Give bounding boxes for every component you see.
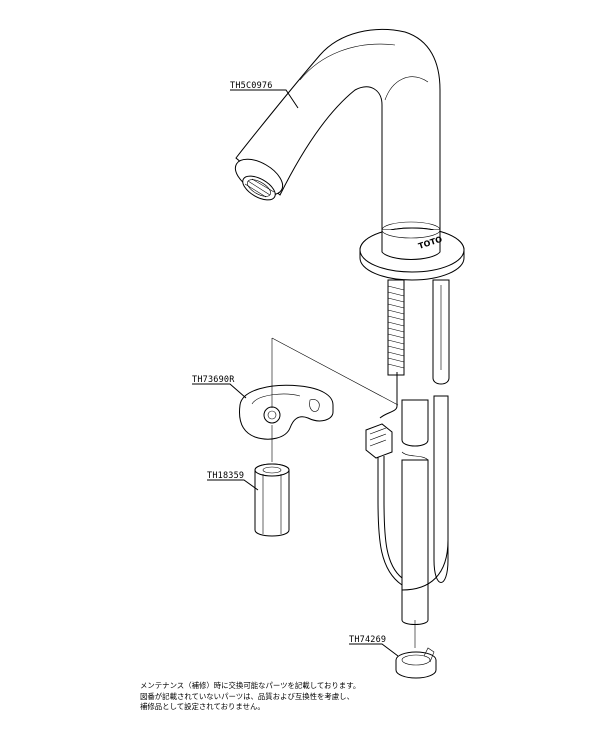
note-line-2: 図番が記載されていないパーツは、品質および互換性を考慮し、 (140, 691, 354, 701)
label-bracket: TH73690R (192, 375, 247, 399)
part-number-clamp: TH74269 (349, 635, 386, 645)
label-nut: TH18359 (207, 471, 259, 491)
label-clamp: TH74269 (349, 635, 399, 657)
faucet-spout (234, 28, 465, 281)
hose-clamp (395, 647, 437, 679)
assembly-lines (271, 337, 416, 648)
bracket (239, 384, 334, 440)
threaded-shank (387, 279, 405, 376)
sensor-cable (377, 372, 449, 625)
maintenance-note: メンテナンス（補修）時に交換可能なパーツを記載しております。 図番が記載されてい… (140, 681, 440, 713)
note-line-1: メンテナンス（補修）時に交換可能なパーツを記載しております。 (140, 681, 361, 690)
part-number-bracket: TH73690R (192, 375, 235, 385)
label-faucet: TH5C0976 (230, 81, 299, 109)
note-line-3: 補修品として設定されておりません。 (140, 702, 265, 711)
supply-hose (432, 279, 450, 583)
part-number-nut: TH18359 (207, 471, 244, 481)
part-number-faucet: TH5C0976 (230, 81, 273, 91)
hex-nut (254, 463, 290, 537)
connector (365, 423, 393, 459)
